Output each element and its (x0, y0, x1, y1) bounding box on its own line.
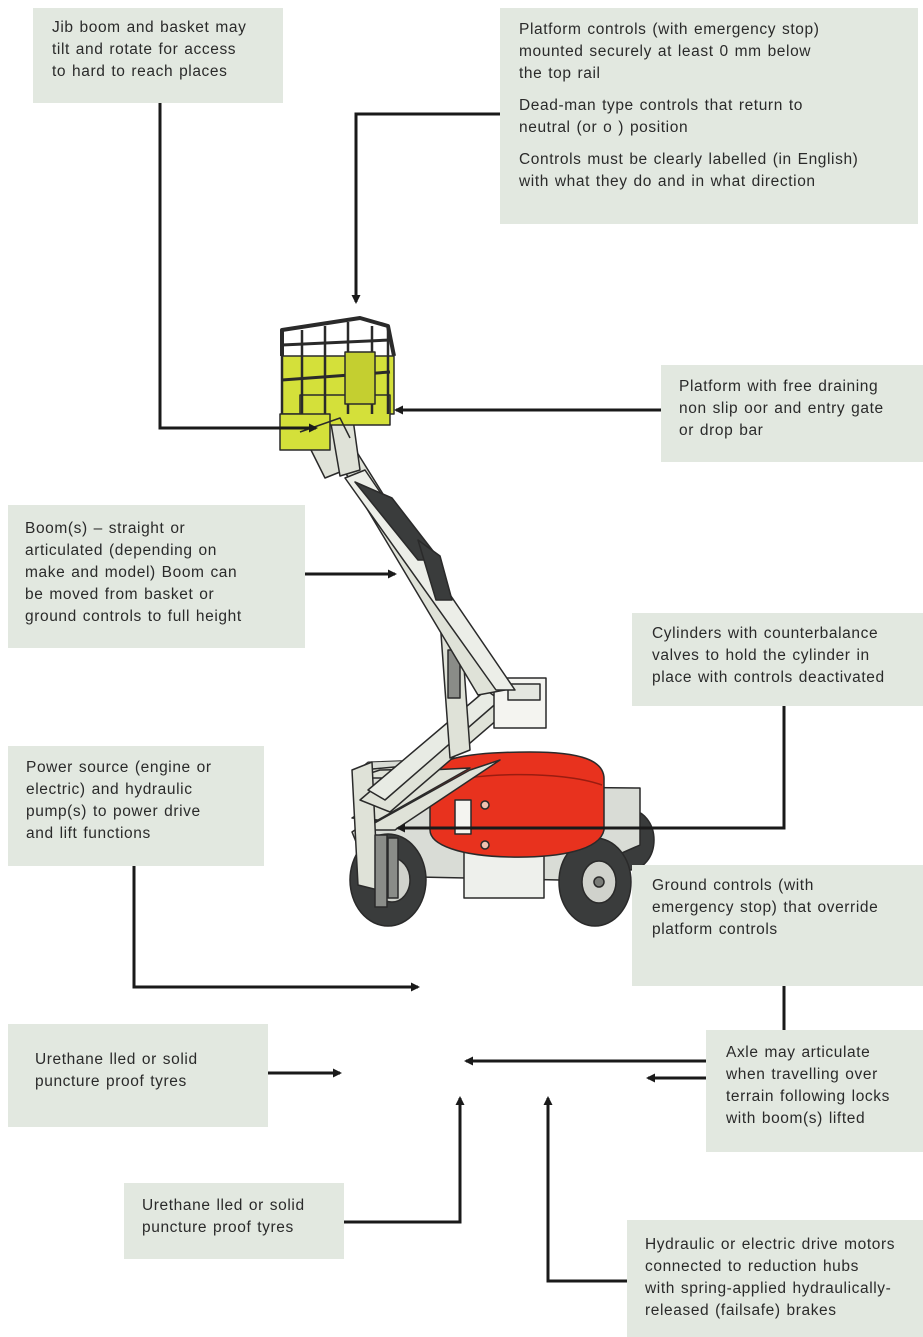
callout-line: connected to reduction hubs (645, 1258, 859, 1275)
basket-illustration (279, 316, 396, 451)
callout-line: Power source (engine or (26, 759, 212, 776)
boom-lift-illustration (279, 316, 655, 927)
callout-line: Urethane lled or solid (35, 1051, 198, 1068)
callout-platform-floor: Platform with free draining non slip oor… (661, 365, 923, 462)
callout-line: Jib boom and basket may (52, 19, 247, 36)
callout-ground-controls: Ground controls (with emergency stop) th… (632, 865, 923, 986)
callout-line: articulated (depending on (25, 542, 217, 559)
callout-line: platform controls (652, 921, 778, 938)
callout-line: with boom(s) lifted (726, 1110, 866, 1127)
callout-line: Axle may articulate (726, 1044, 871, 1061)
callout-drive-motors: Hydraulic or electric drive motors conne… (627, 1220, 923, 1337)
callout-line: pump(s) to power drive (26, 803, 201, 820)
callout-line: to hard to reach places (52, 63, 228, 80)
callout-line: Boom(s) – straight or (25, 520, 186, 537)
callout-line: with what they do and in what direction (519, 173, 816, 190)
callout-line: Controls must be clearly labelled (in En… (519, 151, 859, 168)
callout-line: and lift functions (26, 825, 151, 842)
callout-line: when travelling over (726, 1066, 878, 1083)
callout-line: terrain following locks (726, 1088, 890, 1105)
callout-line: valves to hold the cylinder in (652, 647, 870, 664)
callout-line: mounted securely at least 0 mm below (519, 43, 812, 60)
callout-line: electric) and hydraulic (26, 781, 193, 798)
callout-line: be moved from basket or (25, 586, 215, 603)
callout-line: the top rail (519, 65, 601, 82)
callout-tyres-bottom: Urethane lled or solid puncture proof ty… (124, 1183, 344, 1259)
platform-controls-para-2: Dead-man type controls that return to ne… (519, 95, 918, 139)
platform-controls-para-3: Controls must be clearly labelled (in En… (519, 149, 918, 193)
callout-line: Hydraulic or electric drive motors (645, 1236, 896, 1253)
callout-line: or drop bar (679, 422, 764, 439)
callout-tyres-left: Urethane lled or solid puncture proof ty… (8, 1024, 268, 1127)
callout-line: non slip oor and entry gate (679, 400, 884, 417)
callout-line: puncture proof tyres (142, 1219, 294, 1236)
callout-line: Ground controls (with (652, 877, 814, 894)
callout-line: Platform controls (with emergency stop) (519, 21, 820, 38)
callout-axle: Axle may articulate when travelling over… (706, 1030, 923, 1152)
callout-line: Urethane lled or solid (142, 1197, 305, 1214)
callout-line: make and model) Boom can (25, 564, 238, 581)
callout-line: Dead-man type controls that return to (519, 97, 803, 114)
callout-platform-controls: Platform controls (with emergency stop) … (500, 8, 918, 224)
callout-line: place with controls deactivated (652, 669, 885, 686)
callout-line: ground controls to full height (25, 608, 242, 625)
callout-line: neutral (or o ) position (519, 119, 689, 136)
callout-jib-boom: Jib boom and basket may tilt and rotate … (33, 8, 283, 103)
callout-line: tilt and rotate for access (52, 41, 237, 58)
callout-line: emergency stop) that override (652, 899, 879, 916)
platform-controls-para-1: Platform controls (with emergency stop) … (519, 19, 918, 85)
callout-power-source: Power source (engine or electric) and hy… (8, 746, 264, 866)
callout-booms: Boom(s) – straight or articulated (depen… (8, 505, 305, 648)
callout-line: with spring-applied hydraulically- (645, 1280, 892, 1297)
callout-line: puncture proof tyres (35, 1073, 187, 1090)
callout-line: released (failsafe) brakes (645, 1302, 837, 1319)
callout-cylinders: Cylinders with counterbalance valves to … (632, 613, 923, 706)
callout-line: Cylinders with counterbalance (652, 625, 879, 642)
callout-line: Platform with free draining (679, 378, 879, 395)
